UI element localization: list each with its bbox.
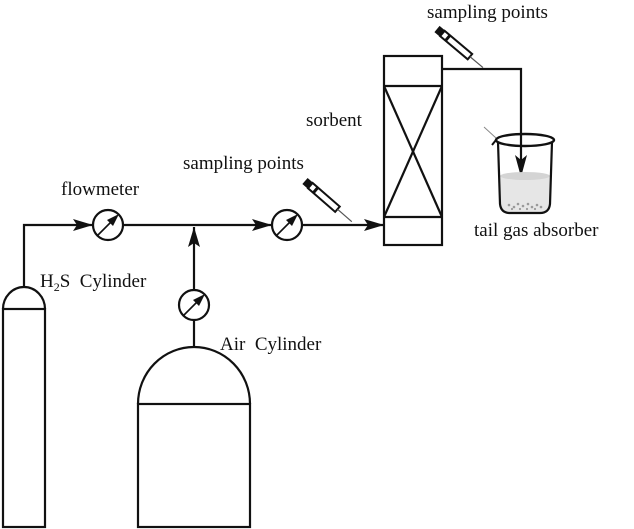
h2s-pipe xyxy=(22,219,93,287)
flowmeter-arrow-icon xyxy=(286,214,298,226)
sorbent-column xyxy=(382,54,444,247)
sediment xyxy=(507,202,543,211)
air-cylinder-label: Air Cylinder xyxy=(220,334,322,355)
h2s-cylinder-body xyxy=(1,307,47,529)
syringe-outlet-icon xyxy=(434,25,484,69)
column-inlet-pipe xyxy=(302,219,384,231)
outlet-pipe xyxy=(442,67,527,177)
packing-cross-line xyxy=(382,85,444,218)
flow-arrow-icon xyxy=(188,227,200,247)
beaker-wall xyxy=(496,141,554,215)
sorbent-label: sorbent xyxy=(306,110,363,131)
syringe-needle xyxy=(469,56,484,69)
sampling-points-outlet-label: sampling points xyxy=(427,2,548,23)
flow-arrow-icon xyxy=(252,219,272,231)
h2s-cylinder-dome xyxy=(1,285,47,310)
column-body xyxy=(382,54,444,247)
syringe-ring xyxy=(311,186,320,195)
flowmeter-label: flowmeter xyxy=(61,179,140,200)
flow-arrow-icon xyxy=(73,219,93,231)
flow-arrow-icon xyxy=(364,219,384,231)
air-pipe xyxy=(188,227,200,347)
tail-gas-beaker xyxy=(483,126,556,215)
air-cylinder xyxy=(136,345,252,529)
sampling-points-inlet-label: sampling points xyxy=(183,153,304,174)
syringe-ring xyxy=(444,33,452,43)
beaker-rim xyxy=(494,132,556,148)
flowmeter-arrow-icon xyxy=(193,294,205,306)
tail-gas-absorber-label: tail gas absorber xyxy=(474,220,599,241)
beaker-spout xyxy=(491,139,497,146)
air-cylinder-dome xyxy=(136,345,252,405)
flowmeter-arrow-icon xyxy=(107,214,119,226)
main-pipe xyxy=(123,219,272,231)
absorbent-liquid xyxy=(500,174,551,212)
syringe-barrel xyxy=(438,29,474,61)
h2s-cylinder xyxy=(1,285,47,529)
flow-arrow-icon xyxy=(515,155,527,177)
syringe-needle xyxy=(337,208,353,223)
air-cylinder-body xyxy=(136,402,252,529)
flowmeter-h2s xyxy=(91,208,125,242)
outlet-pipe-line xyxy=(442,67,523,175)
syringe-inlet-icon xyxy=(302,177,353,223)
beaker-spout-mark xyxy=(483,126,497,139)
flowmeter-mixed xyxy=(270,208,304,242)
flowmeter-air xyxy=(177,288,211,322)
syringe-plunger xyxy=(434,25,445,37)
h2s-cylinder-label: H2S Cylinder xyxy=(40,271,147,294)
syringe-plunger xyxy=(302,177,313,189)
syringe-barrel xyxy=(306,181,342,214)
flowmeter-dial xyxy=(177,288,211,322)
h2s-pipe-line xyxy=(22,223,93,287)
liquid-surface xyxy=(500,172,550,180)
